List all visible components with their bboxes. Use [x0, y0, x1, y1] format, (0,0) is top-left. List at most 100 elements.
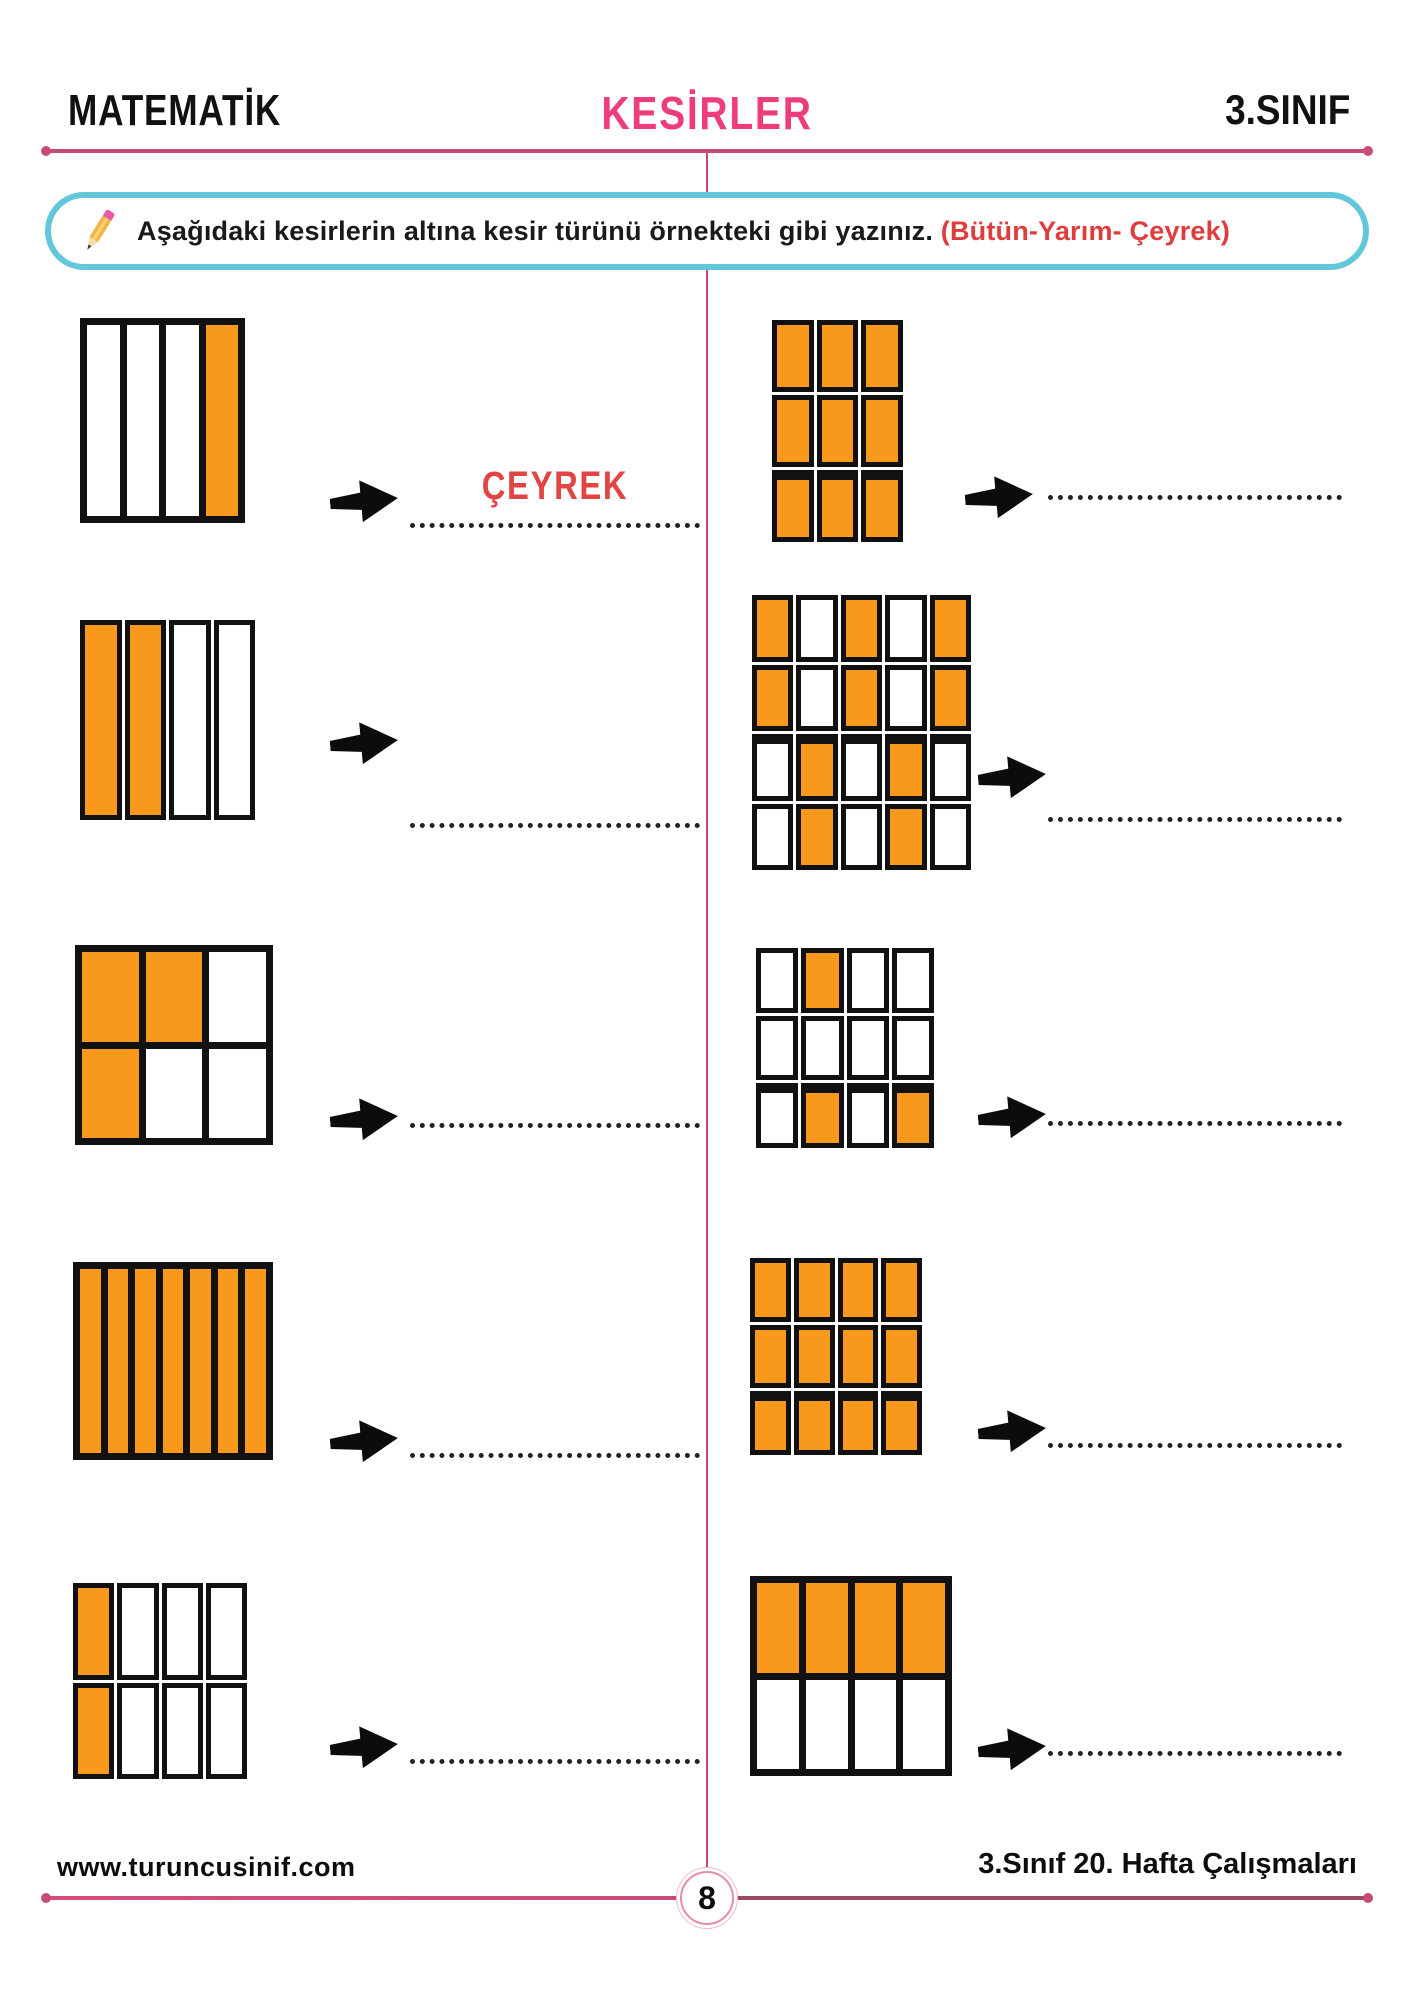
fraction-cell-filled: [837, 1324, 879, 1389]
fraction-diagram: [752, 595, 971, 870]
fraction-cell-empty: [796, 664, 838, 731]
fraction-cell-empty: [752, 803, 794, 870]
instruction-box: Aşağıdaki kesirlerin altına kesir türünü…: [45, 192, 1369, 270]
fraction-cell-empty: [161, 1682, 203, 1779]
fraction-cell-filled: [80, 1269, 101, 1453]
fraction-diagram: [750, 1576, 952, 1776]
fraction-cell-filled: [929, 595, 971, 662]
page-title: MATEMATİK: [68, 86, 282, 135]
fraction-cell-empty: [929, 803, 971, 870]
fraction-cell-filled: [793, 1391, 835, 1455]
fraction-cell-filled: [816, 395, 859, 467]
pencil-icon: [87, 209, 115, 250]
fraction-cell-empty: [126, 325, 159, 516]
fraction-cell-filled: [772, 320, 814, 392]
fraction-diagram: [75, 945, 273, 1145]
fraction-cell-empty: [209, 1048, 266, 1138]
arrow-icon: [976, 1725, 1048, 1773]
answer-line[interactable]: [410, 1450, 700, 1458]
fraction-cell-empty: [903, 1679, 945, 1769]
fraction-cell-empty: [117, 1583, 159, 1680]
fraction-cell-filled: [840, 595, 883, 662]
fraction-cell-empty: [209, 952, 266, 1042]
fraction-cell-filled: [135, 1269, 156, 1453]
arrow-icon: [976, 1407, 1048, 1455]
fraction-cell-filled: [80, 620, 122, 820]
answer-line[interactable]: [1048, 1118, 1342, 1126]
fraction-cell-filled: [861, 395, 903, 467]
fraction-cell-filled: [837, 1258, 879, 1322]
instruction-text: Aşağıdaki kesirlerin altına kesir türünü…: [137, 216, 1230, 247]
fraction-cell-filled: [217, 1269, 239, 1453]
fraction-cell-filled: [752, 664, 794, 731]
instruction-highlight: (Bütün-Yarım- Çeyrek): [940, 215, 1231, 246]
fraction-diagram: [772, 320, 903, 542]
fraction-cell-empty: [854, 1679, 897, 1769]
fraction-cell-empty: [891, 948, 934, 1013]
fraction-cell-filled: [861, 320, 903, 392]
arrow-icon: [328, 719, 400, 767]
fraction-cell-filled: [757, 1583, 799, 1673]
answer-line[interactable]: [1048, 1748, 1342, 1756]
fraction-cell-filled: [816, 470, 859, 542]
fraction-cell-empty: [840, 803, 883, 870]
fraction-cell-empty: [169, 620, 211, 820]
fraction-cell-filled: [190, 1269, 211, 1453]
fraction-cell-filled: [891, 1083, 934, 1148]
fraction-cell-empty: [161, 1583, 203, 1680]
answer-line[interactable]: [1048, 492, 1342, 500]
fraction-cell-filled: [861, 470, 903, 542]
fraction-cell-filled: [881, 1258, 922, 1322]
fraction-cell-filled: [124, 620, 166, 820]
fraction-cell-filled: [107, 1269, 129, 1453]
fraction-diagram: [80, 620, 255, 820]
fraction-cell-empty: [846, 948, 889, 1013]
fraction-cell-empty: [205, 1583, 247, 1680]
fraction-cell-filled: [162, 1269, 184, 1453]
fraction-cell-filled: [796, 734, 838, 801]
fraction-cell-filled: [929, 664, 971, 731]
fraction-cell-filled: [750, 1391, 791, 1455]
answer-line[interactable]: [1048, 814, 1342, 822]
fraction-cell-empty: [87, 325, 120, 516]
fraction-cell-empty: [756, 1015, 799, 1081]
arrow-icon: [328, 1723, 400, 1771]
fraction-cell-filled: [772, 395, 814, 467]
fraction-cell-filled: [82, 1048, 139, 1138]
center-divider-line: [706, 152, 708, 1898]
fraction-cell-filled: [145, 952, 203, 1042]
grade-label: 3.SINIF: [1224, 86, 1350, 133]
example-answer: ÇEYREK: [481, 464, 629, 508]
fraction-cell-filled: [73, 1682, 115, 1779]
website-text: www.turuncusinif.com: [57, 1852, 356, 1882]
fraction-diagram: [73, 1262, 273, 1460]
fraction-cell-filled: [796, 803, 838, 870]
fraction-cell-filled: [772, 470, 814, 542]
answer-line[interactable]: [410, 1756, 700, 1764]
fraction-cell-empty: [213, 620, 255, 820]
fraction-cell-filled: [793, 1258, 835, 1322]
fraction-cell-empty: [929, 734, 971, 801]
arrow-icon: [328, 477, 400, 525]
fraction-cell-filled: [816, 320, 859, 392]
fraction-cell-filled: [903, 1583, 945, 1673]
fraction-diagram: [756, 948, 934, 1148]
fraction-cell-filled: [245, 1269, 266, 1453]
fraction-cell-filled: [854, 1583, 897, 1673]
fraction-diagram: [73, 1583, 247, 1779]
fraction-cell-filled: [801, 1083, 844, 1148]
fraction-cell-filled: [73, 1583, 115, 1680]
answer-line[interactable]: [1048, 1440, 1342, 1448]
fraction-diagram: [80, 318, 245, 523]
fraction-cell-filled: [801, 948, 844, 1013]
answer-line[interactable]: [410, 820, 700, 828]
fraction-cell-empty: [891, 1015, 934, 1081]
fraction-cell-empty: [117, 1682, 159, 1779]
answer-line[interactable]: [410, 520, 700, 528]
fraction-cell-empty: [840, 734, 883, 801]
answer-line[interactable]: [410, 1120, 700, 1128]
fraction-cell-filled: [837, 1391, 879, 1455]
header-divider-line: [41, 146, 1373, 156]
arrow-icon: [328, 1095, 400, 1143]
